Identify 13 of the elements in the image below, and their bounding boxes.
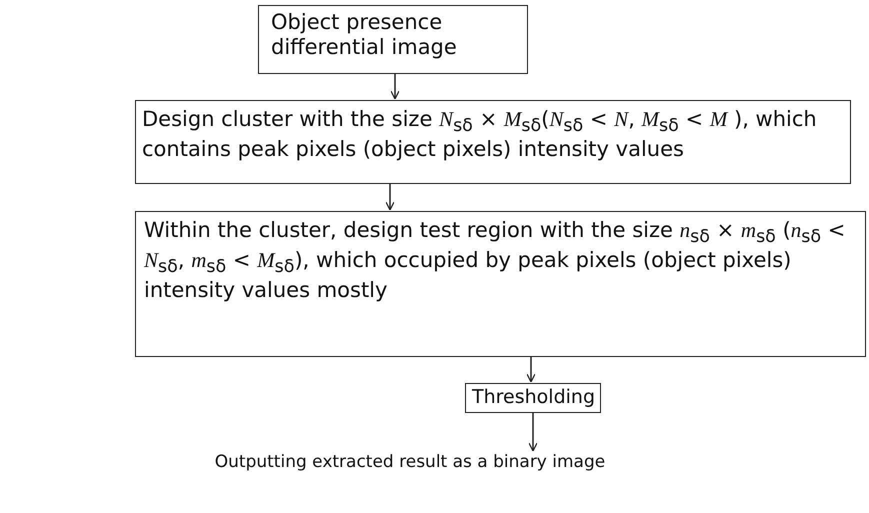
process-box xyxy=(258,5,528,74)
arrow xyxy=(526,357,536,383)
arrow xyxy=(385,184,395,211)
arrow xyxy=(390,74,400,100)
step-text: Thresholding xyxy=(472,386,594,409)
output-text: Outputting extracted result as a binary image xyxy=(214,452,606,472)
step-text: Object presence differential image xyxy=(271,10,458,60)
process-box xyxy=(135,211,866,357)
step-text: Design cluster with the size N$_{sδ}$ × M$_{sδ}$(N$_{sδ}$ < N, M$_{sδ}$ < M ), which contains peak pixels (object pixels) intensity values xyxy=(142,107,818,162)
process-box xyxy=(465,383,601,413)
step-text: Within the cluster, design test region with the size n$_{sδ}$ × m$_{sδ}$ (n$_{sδ}$ < N$_{sδ}$, m$_{sδ}$ < M$_{sδ}$), which occupied by peak pixels (object pixels) intensity values mostly xyxy=(144,218,846,304)
arrow xyxy=(528,413,538,452)
process-box xyxy=(135,100,851,184)
